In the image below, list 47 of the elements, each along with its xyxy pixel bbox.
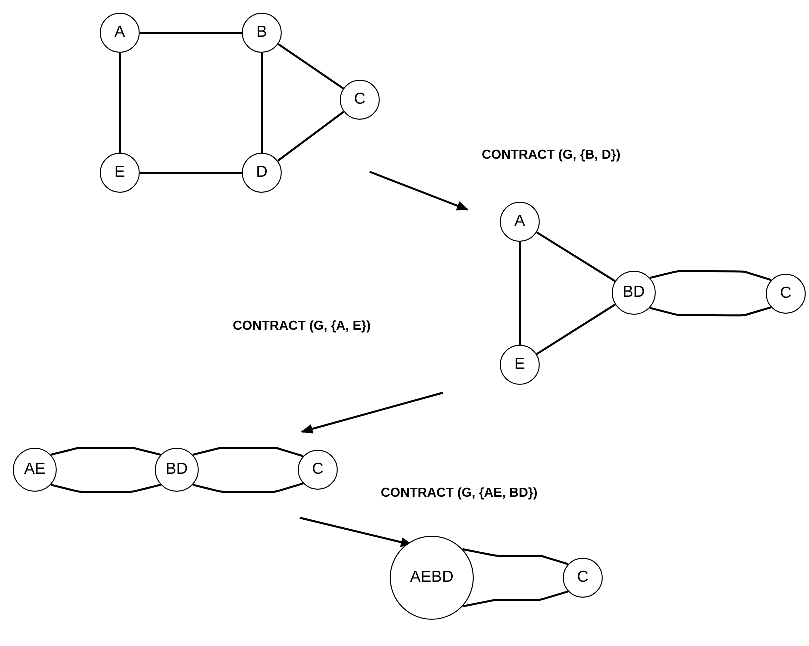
graph-edge [50,447,162,456]
vertex-label: B [256,24,268,42]
graph-edge [192,447,304,458]
vertex-circle [563,558,603,598]
graph-edge [519,242,521,345]
vertex-label: C [354,91,366,109]
vertex-circle [298,450,338,490]
operation-label: CONTRACT (G, {A, E}) [233,318,371,333]
vertex-label: BD [622,284,646,302]
vertex-circle [155,448,199,492]
graph-edge [649,306,772,317]
graph-edge [50,484,162,493]
vertex-circle [766,274,806,314]
vertex-label: A [114,24,126,42]
vertex-circle [242,13,282,53]
vertex-circle [500,345,540,385]
vertex-label: E [514,356,526,374]
vertex-circle [340,80,380,120]
vertex-label: C [780,285,792,303]
vertex-label: E [114,164,126,182]
vertex-label: A [514,213,526,231]
vertex-circle [500,202,540,242]
operation-label: CONTRACT (G, {B, D}) [482,147,621,162]
graph-edge [140,172,242,174]
vertex-circle [100,153,140,193]
vertex-circle [100,13,140,53]
graph-edge [649,270,772,282]
operation-label: CONTRACT (G, {AE, BD}) [381,485,538,500]
vertex-label: C [577,569,589,587]
graph-edge [192,482,304,493]
vertex-label: D [256,164,268,182]
graph-edge [277,111,345,162]
graph-edge [462,590,570,608]
graph-edge [462,548,570,566]
vertex-label: AEBD [410,569,454,587]
graph-edge [261,53,263,153]
vertex-label: C [312,461,324,479]
graph-edge [278,43,344,90]
vertex-label: AE [24,461,46,479]
graph-edge [140,32,242,34]
vertex-circle [242,153,282,193]
vertex-label: BD [166,461,188,479]
vertex-circle [612,271,656,315]
graph-edge [119,53,121,153]
graph-edge [536,232,616,282]
graph-edge [536,304,616,356]
vertex-circle [13,448,57,492]
